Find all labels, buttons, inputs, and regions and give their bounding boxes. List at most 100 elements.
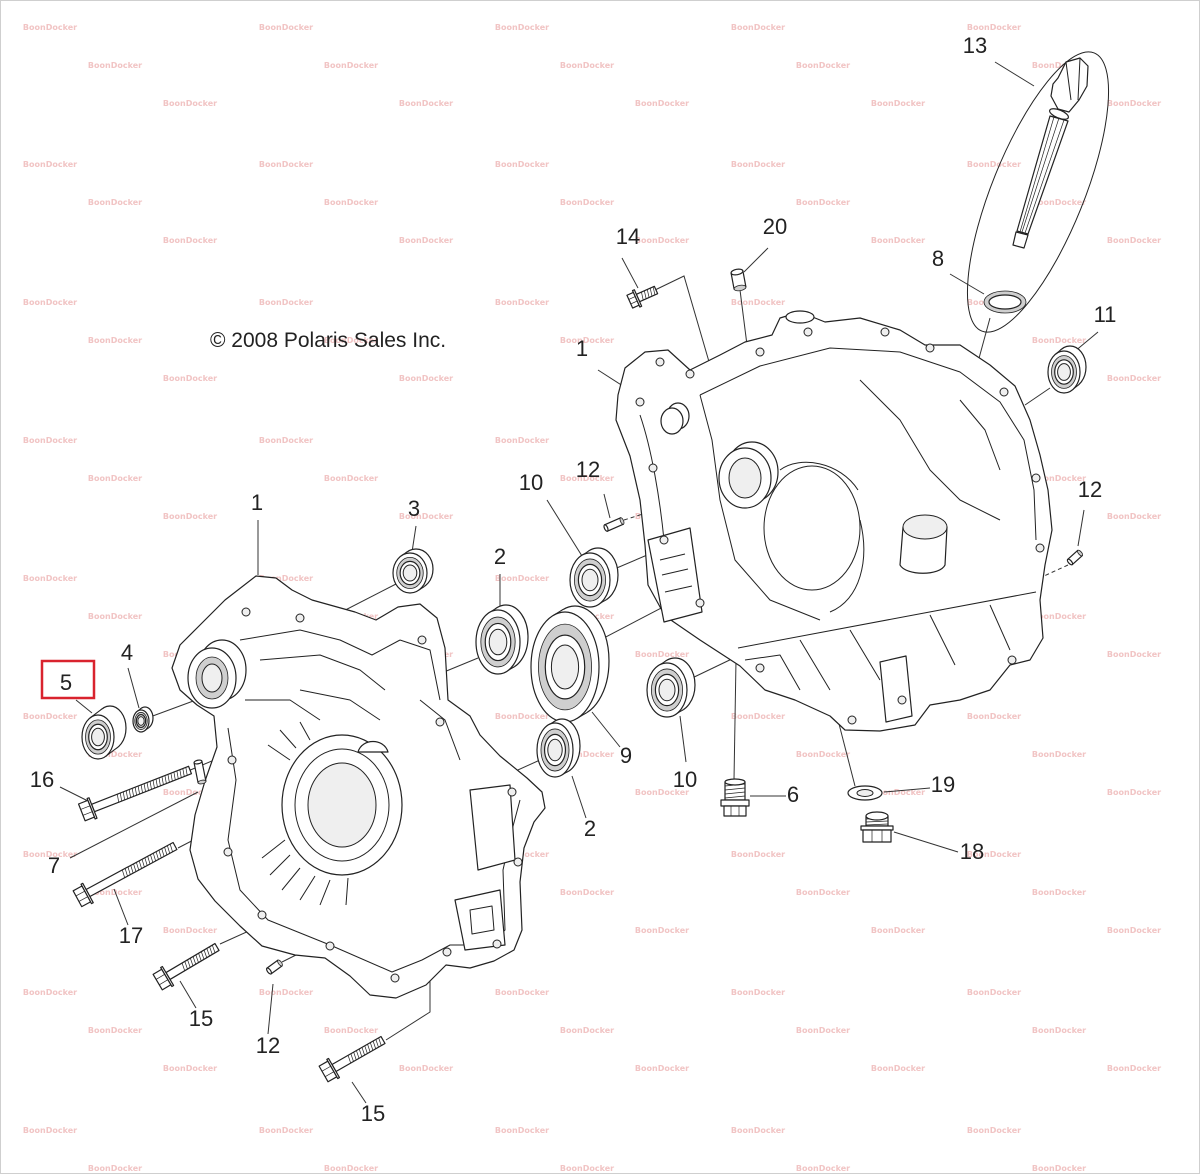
watermark-text: BoonDocker — [560, 474, 614, 483]
bolt-14 — [626, 285, 659, 309]
callout-11[interactable]: 11 — [1094, 302, 1117, 327]
left-crankcase — [171, 575, 546, 999]
watermark-text: BoonDocker — [163, 374, 217, 383]
left-crankcase-bolt-holes — [223, 607, 523, 983]
callout-15-bottom[interactable]: 15 — [361, 1101, 385, 1126]
callout-2-lower[interactable]: 2 — [584, 816, 596, 841]
watermark-text: BoonDocker — [731, 850, 785, 859]
watermark-text: BoonDocker — [1032, 1164, 1086, 1173]
watermark-text: BoonDocker — [560, 750, 614, 759]
callout-12-middle[interactable]: 12 — [576, 457, 600, 482]
watermark-text: BoonDocker — [635, 788, 689, 797]
callout-4[interactable]: 4 — [121, 640, 133, 665]
watermark-text: BoonDocker — [88, 612, 142, 621]
callout-13[interactable]: 13 — [963, 33, 987, 58]
plug-18 — [860, 811, 894, 843]
watermark-text: BoonDocker — [560, 198, 614, 207]
watermark-text: BoonDocker — [1032, 336, 1086, 345]
watermark-text: BoonDocker — [635, 236, 689, 245]
seal-5 — [81, 705, 127, 760]
watermark-text: BoonDocker — [163, 512, 217, 521]
watermark-text: BoonDocker — [163, 99, 217, 108]
watermark-text: BoonDocker — [967, 850, 1021, 859]
callout-19[interactable]: 19 — [931, 772, 955, 797]
bearing-2-upper — [475, 604, 529, 675]
watermark-text: BoonDocker — [731, 23, 785, 32]
watermark-text: BoonDocker — [731, 160, 785, 169]
watermark-text: BoonDocker — [88, 336, 142, 345]
watermark-text: BoonDocker — [259, 160, 313, 169]
bolt-15-left — [152, 942, 220, 991]
dowel-pin-12-middle — [603, 517, 625, 532]
dipstick-detail-callout — [966, 51, 1110, 333]
watermark-text: BoonDocker — [871, 99, 925, 108]
callout-8[interactable]: 8 — [932, 246, 944, 271]
watermark-text: BoonDocker — [324, 336, 378, 345]
watermark-text: BoonDocker — [1107, 650, 1161, 659]
watermark-text: BoonDocker — [731, 712, 785, 721]
callout-5[interactable]: 5 — [60, 670, 72, 695]
callout-17[interactable]: 17 — [119, 923, 143, 948]
watermark-text: BoonDocker — [399, 99, 453, 108]
right-crankcase — [615, 310, 1053, 732]
watermark-text: BoonDocker — [399, 374, 453, 383]
watermark-text: BoonDocker — [635, 650, 689, 659]
callout-1-right[interactable]: 1 — [576, 336, 588, 361]
watermark-text: BoonDocker — [1107, 926, 1161, 935]
o-ring — [983, 290, 1027, 314]
callout-1-left[interactable]: 1 — [251, 490, 263, 515]
watermark-text: BoonDocker — [796, 1164, 850, 1173]
watermark-text: BoonDocker — [731, 1126, 785, 1135]
callout-10-lower[interactable]: 10 — [673, 767, 697, 792]
watermark-text: BoonDocker — [871, 236, 925, 245]
watermark-text: BoonDocker — [495, 298, 549, 307]
callout-10-upper[interactable]: 10 — [519, 470, 543, 495]
callout-7[interactable]: 7 — [48, 853, 60, 878]
callout-18[interactable]: 18 — [960, 839, 984, 864]
watermark-text: BoonDocker — [324, 61, 378, 70]
callout-3[interactable]: 3 — [408, 496, 420, 521]
watermark-text: BoonDocker — [560, 61, 614, 70]
callout-15-left[interactable]: 15 — [189, 1006, 213, 1031]
bearing-3 — [392, 548, 434, 594]
watermark-text: BoonDocker — [399, 1064, 453, 1073]
callout-9[interactable]: 9 — [620, 743, 632, 768]
watermark-text: BoonDocker — [1107, 788, 1161, 797]
watermark-text: BoonDocker — [324, 1026, 378, 1035]
watermark-text: BoonDocker — [88, 1164, 142, 1173]
callout-16[interactable]: 16 — [30, 767, 54, 792]
watermark-text: BoonDocker — [796, 1026, 850, 1035]
callout-6[interactable]: 6 — [787, 782, 799, 807]
callout-12-right[interactable]: 12 — [1078, 477, 1102, 502]
watermark-text: BoonDocker — [560, 1026, 614, 1035]
callout-14[interactable]: 14 — [616, 224, 640, 249]
watermark-text: BoonDocker — [967, 23, 1021, 32]
watermark-text: BoonDocker — [871, 1064, 925, 1073]
callout-20[interactable]: 20 — [763, 214, 787, 239]
watermark-text: BoonDocker — [259, 1126, 313, 1135]
bearing-2-lower — [536, 718, 581, 778]
watermark-text: BoonDocker — [495, 1126, 549, 1135]
copyright-notice: © 2008 Polaris Sales Inc. — [210, 329, 446, 352]
dowel-pin-12-right — [1066, 549, 1084, 566]
watermark-text: BoonDocker — [88, 198, 142, 207]
ring-4 — [132, 706, 154, 733]
watermark-text: BoonDocker — [495, 436, 549, 445]
watermark-text: BoonDocker — [88, 1026, 142, 1035]
watermark-text: BoonDocker — [259, 298, 313, 307]
seal-11 — [1047, 345, 1087, 394]
watermark-text: BoonDocker — [88, 61, 142, 70]
watermark-text: BoonDocker — [399, 512, 453, 521]
watermark-text: BoonDocker — [796, 750, 850, 759]
callout-12-lower[interactable]: 12 — [256, 1033, 280, 1058]
watermark-text: BoonDocker — [23, 436, 77, 445]
watermark-text: BoonDocker — [1107, 99, 1161, 108]
callout-2-upper[interactable]: 2 — [494, 544, 506, 569]
pin-7 — [193, 759, 207, 785]
watermark-text: BoonDocker — [23, 160, 77, 169]
bolt-17 — [72, 841, 178, 908]
watermark-text: BoonDocker — [796, 61, 850, 70]
watermark-text: BoonDocker — [495, 988, 549, 997]
bearing-10-upper — [569, 547, 619, 608]
